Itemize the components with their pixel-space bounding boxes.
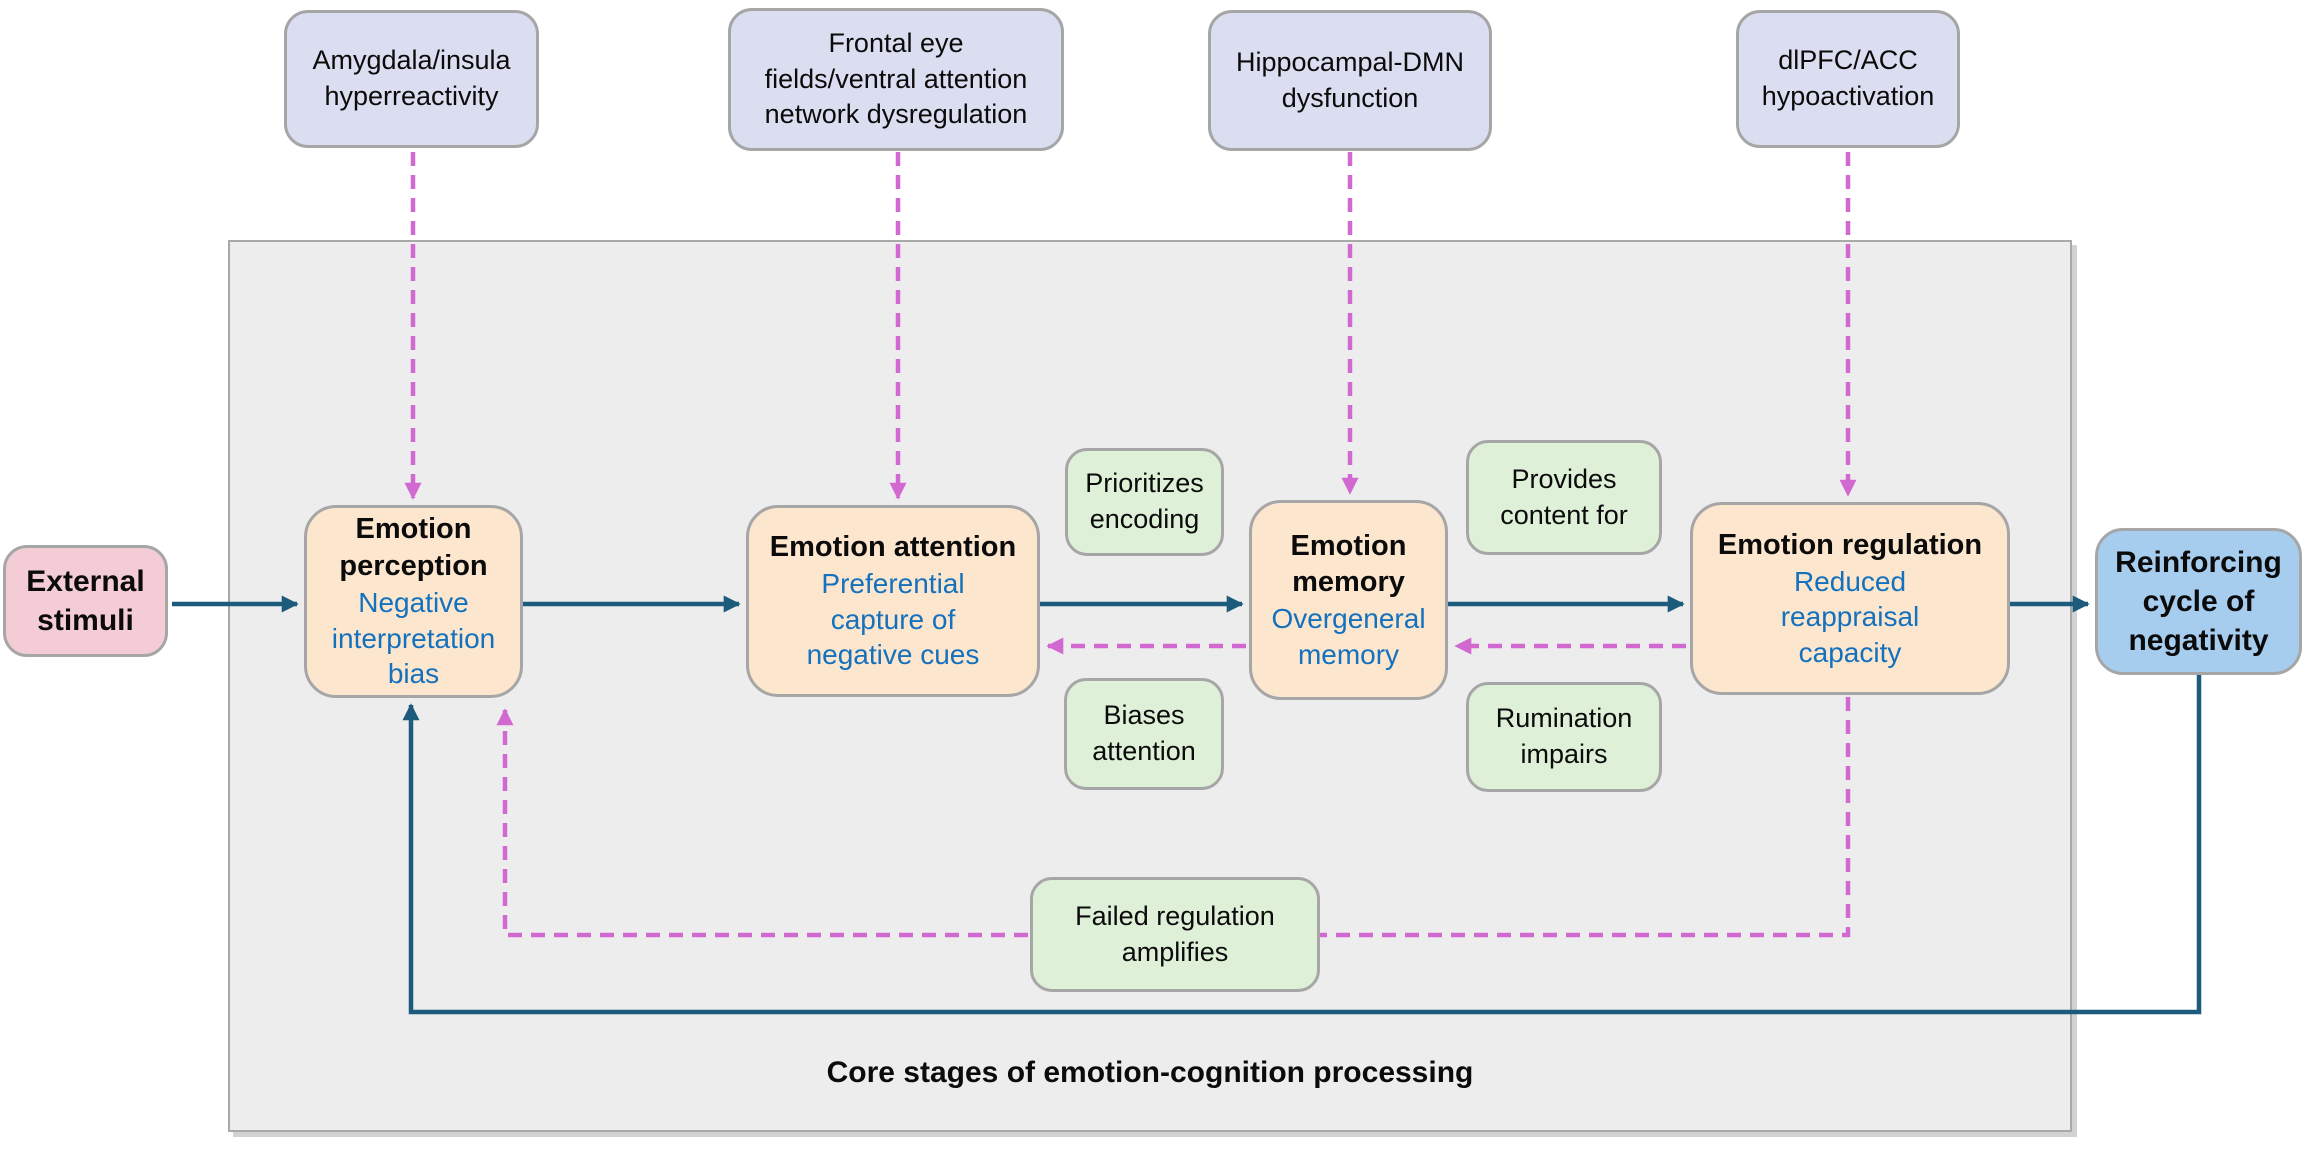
stage-title: Emotion memory xyxy=(1290,529,1407,599)
neural-box-dlpfc-acc: dlPFC/ACC hypoactivation xyxy=(1736,10,1960,148)
link-label-biases-attention: Biases attention xyxy=(1064,678,1224,790)
input-box-label: External stimuli xyxy=(26,565,145,637)
stage-box-emotion-attention: Emotion attention Preferential capture o… xyxy=(746,505,1040,697)
neural-box-label: Hippocampal-DMN dysfunction xyxy=(1235,46,1465,113)
stage-subtitle: Overgeneral memory xyxy=(1271,603,1426,670)
stage-title: Emotion perception xyxy=(339,513,488,583)
link-label-rumination-impairs: Rumination impairs xyxy=(1466,682,1662,792)
link-label-text: Biases attention xyxy=(1092,700,1196,766)
link-label-failed-regulation-amplifies: Failed regulation amplifies xyxy=(1030,877,1320,992)
stage-box-emotion-regulation: Emotion regulation Reduced reappraisal c… xyxy=(1690,502,2010,695)
stage-box-emotion-perception: Emotion perception Negative interpretati… xyxy=(304,505,523,698)
link-label-text: Provides content for xyxy=(1500,463,1628,530)
stage-title: Emotion regulation xyxy=(1717,528,1983,561)
stage-subtitle: Negative interpretation bias xyxy=(331,587,496,690)
link-label-text: Rumination impairs xyxy=(1495,703,1633,769)
neural-box-label: Amygdala/insula hyperreactivity xyxy=(312,45,511,111)
external-stimuli-box: External stimuli xyxy=(3,545,168,657)
neural-box-frontal-eye-fields: Frontal eye fields/ventral attention net… xyxy=(728,8,1064,151)
neural-box-hippocampal-dmn: Hippocampal-DMN dysfunction xyxy=(1208,10,1492,151)
stage-box-emotion-memory: Emotion memory Overgeneral memory xyxy=(1249,500,1448,700)
link-label-text: Failed regulation amplifies xyxy=(1075,900,1275,967)
link-label-prioritizes-encoding: Prioritizes encoding xyxy=(1065,448,1224,556)
neural-box-amygdala-insula: Amygdala/insula hyperreactivity xyxy=(284,10,539,148)
container-caption: Core stages of emotion-cognition process… xyxy=(826,1056,1474,1089)
output-box-label: Reinforcing cycle of negativity xyxy=(2115,546,2282,657)
neural-box-label: dlPFC/ACC hypoactivation xyxy=(1761,45,1935,111)
reinforcing-cycle-box: Reinforcing cycle of negativity xyxy=(2095,528,2302,675)
neural-box-label: Frontal eye fields/ventral attention net… xyxy=(764,28,1028,130)
stage-title: Emotion attention xyxy=(769,531,1017,564)
stage-subtitle: Reduced reappraisal capacity xyxy=(1780,565,1920,668)
stage-subtitle: Preferential capture of negative cues xyxy=(806,568,980,671)
link-label-text: Prioritizes encoding xyxy=(1085,468,1204,534)
link-label-provides-content-for: Provides content for xyxy=(1466,440,1662,555)
